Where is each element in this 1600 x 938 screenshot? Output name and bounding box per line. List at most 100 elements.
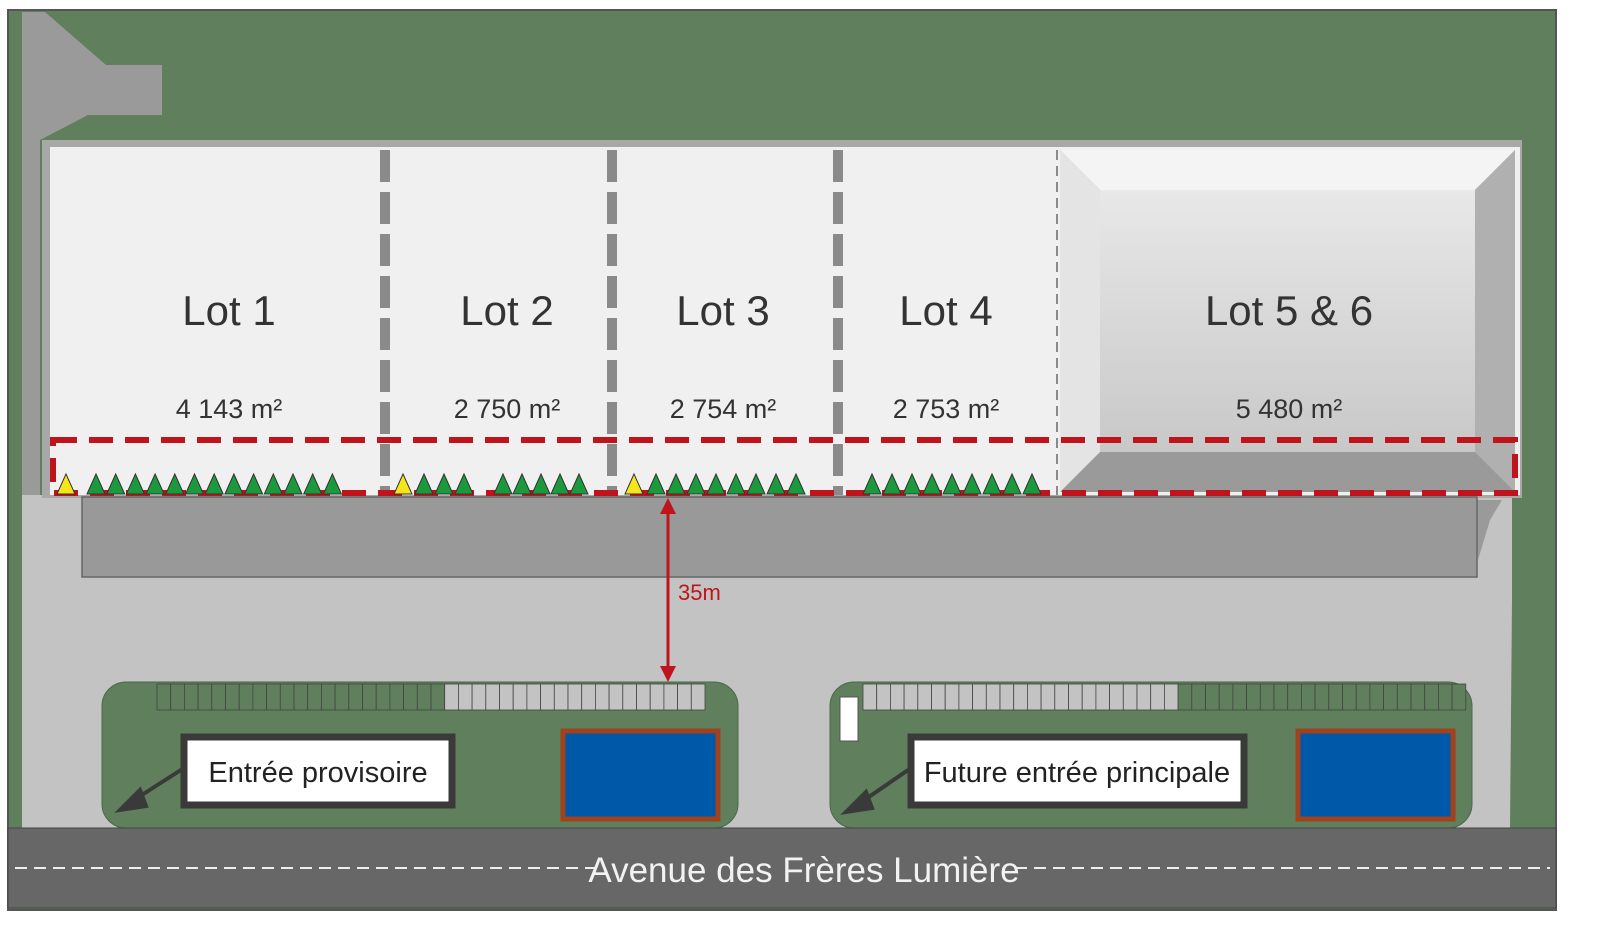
tree: [862, 472, 882, 495]
tree: [1002, 472, 1022, 495]
main-entrance-label: Future entrée principale: [924, 757, 1230, 789]
parking-stall: [1095, 683, 1111, 711]
parking-stall: [677, 683, 692, 711]
loading-strip: [81, 496, 1478, 578]
retention-basin-right: [1295, 728, 1456, 822]
parking-stall: [903, 683, 919, 711]
parking-stall: [553, 683, 569, 711]
parking-stall: [636, 683, 651, 711]
parking-stall: [307, 683, 322, 711]
parking-stall: [1355, 683, 1371, 711]
lot-3-title: Lot 3: [676, 287, 769, 334]
parking-stall: [252, 683, 267, 711]
parking-stall: [389, 683, 404, 711]
lot-4-area: 2 753 m²: [893, 394, 1000, 424]
yard-edge: [1475, 500, 1502, 560]
tree: [434, 472, 454, 495]
parking-stall: [1027, 683, 1042, 711]
parking-stall: [985, 683, 1001, 711]
distance-label: 35m: [678, 580, 721, 605]
lot-3-area: 2 754 m²: [670, 394, 777, 424]
parking-stall: [931, 683, 946, 711]
highlight-tree: [624, 472, 644, 495]
tree: [686, 472, 706, 495]
parking-stall: [917, 683, 932, 711]
parking-stall: [1040, 683, 1056, 711]
bevel-bottom: [1060, 452, 1515, 492]
main-entrance-box: [907, 733, 1248, 809]
lot-dividers: [380, 150, 843, 495]
parking-stall: [567, 683, 583, 711]
parking-stall: [1273, 683, 1289, 711]
tree: [184, 472, 205, 495]
bevel-right: [1475, 150, 1515, 492]
parking-stall: [1314, 683, 1330, 711]
parking-stall: [1164, 683, 1179, 711]
parking-stall: [1301, 683, 1316, 711]
parking-stall: [608, 683, 624, 711]
parking-stall: [375, 683, 391, 711]
arrow-icons: [114, 766, 913, 815]
lot-5-6-title: Lot 5 & 6: [1205, 287, 1373, 334]
parking-stall: [334, 683, 350, 711]
parking-stall: [1410, 683, 1426, 711]
lot-2-area: 2 750 m²: [454, 394, 561, 424]
tree: [263, 472, 284, 495]
parking-stall: [1396, 683, 1412, 711]
tree: [942, 472, 962, 495]
street-name: Avenue des Frères Lumière: [588, 851, 1019, 890]
parking-stall: [485, 683, 500, 711]
tree-row: [56, 472, 1042, 495]
parking-stall: [403, 683, 418, 711]
parking-stall: [1205, 683, 1220, 711]
parking-stall: [890, 683, 905, 711]
parking-stall: [649, 683, 665, 711]
tree: [454, 472, 474, 495]
parking-stall: [266, 683, 281, 711]
tree: [165, 472, 185, 495]
tree: [125, 472, 146, 495]
tree: [902, 472, 922, 495]
parking-stall: [156, 683, 172, 711]
parking-stall: [1218, 683, 1234, 711]
tree: [766, 472, 786, 495]
parking-stall: [1328, 683, 1343, 711]
parking-stall: [999, 683, 1015, 711]
tree: [204, 472, 224, 495]
parking-stall: [663, 683, 679, 711]
parking-stall: [293, 683, 309, 711]
parking-stall: [1232, 683, 1248, 711]
parking-stall: [595, 683, 610, 711]
access-road: [22, 12, 162, 520]
parking-stall: [457, 683, 473, 711]
tree: [512, 472, 532, 495]
tree: [145, 472, 165, 495]
tree: [224, 472, 244, 495]
parking-stall: [1177, 683, 1193, 711]
tree: [302, 472, 323, 495]
parking-stall: [1054, 683, 1069, 711]
tree: [569, 472, 589, 495]
parking-stall: [1424, 683, 1439, 711]
parking-stall: [444, 683, 459, 711]
tree: [283, 472, 303, 495]
lot-1-area: 4 143 m²: [176, 394, 283, 424]
parking-stall: [1287, 683, 1302, 711]
tree: [726, 472, 746, 495]
parking-stall: [1136, 683, 1152, 711]
tree: [86, 472, 106, 495]
lot-4-title: Lot 4: [899, 287, 992, 334]
tree: [882, 472, 902, 495]
parking-stall: [1438, 683, 1453, 711]
parking-stall: [416, 683, 432, 711]
parking-stall: [362, 683, 377, 711]
parking-stall: [348, 683, 363, 711]
bevel-left: [1060, 150, 1100, 492]
parking-stall: [581, 683, 596, 711]
parking-stall: [1191, 683, 1206, 711]
bevel-top: [1060, 150, 1515, 190]
parking-stall: [1383, 683, 1398, 711]
distance-arrow: [660, 498, 676, 682]
tree: [550, 472, 570, 495]
